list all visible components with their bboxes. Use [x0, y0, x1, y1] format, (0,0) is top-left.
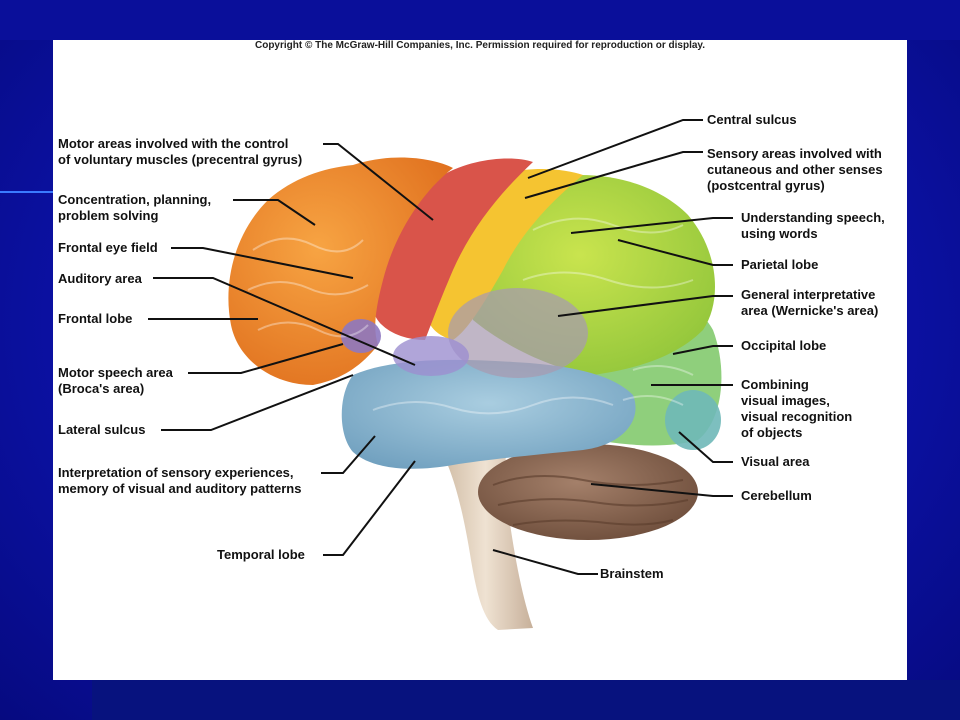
- leader-lines: [148, 119, 733, 575]
- label-combining-visual: Combining visual images, visual recognit…: [741, 377, 853, 440]
- visual-area-shape: [665, 390, 721, 450]
- label-concentration: Concentration, planning, problem solving: [58, 192, 212, 223]
- copyright-notice: Copyright © The McGraw-Hill Companies, I…: [254, 40, 706, 51]
- brainstem-shape: [438, 440, 533, 630]
- label-brainstem: Brainstem: [600, 566, 664, 581]
- label-interpretation: Interpretation of sensory experiences, m…: [58, 465, 302, 496]
- top-band: [0, 0, 960, 40]
- broca-area-shape: [341, 319, 381, 353]
- label-sensory-areas: Sensory areas involved with cutaneous an…: [707, 146, 883, 193]
- frontal-lobe-shape: [228, 157, 453, 385]
- label-parietal-lobe: Parietal lobe: [741, 257, 819, 272]
- label-central-sulcus: Central sulcus: [707, 112, 797, 127]
- brain-illustration: [148, 119, 733, 630]
- accent-line: [0, 191, 54, 193]
- temporal-lobe-shape: [341, 359, 636, 469]
- wernicke-area-shape: [448, 288, 588, 378]
- cerebellum-shape: [478, 444, 698, 540]
- diagram-panel: Copyright © The McGraw-Hill Companies, I…: [53, 40, 907, 680]
- label-auditory-area: Auditory area: [58, 271, 142, 286]
- bottom-band: [92, 680, 960, 720]
- label-motor-areas: Motor areas involved with the control of…: [58, 136, 303, 167]
- label-frontal-lobe: Frontal lobe: [58, 311, 133, 326]
- label-understanding-speech: Understanding speech, using words: [741, 210, 885, 241]
- label-visual-area: Visual area: [741, 454, 810, 469]
- label-cerebellum: Cerebellum: [741, 488, 812, 503]
- label-general-interpretative: General interpretative area (Wernicke's …: [741, 287, 879, 318]
- label-frontal-eye-field: Frontal eye field: [58, 240, 158, 255]
- label-motor-speech-area: Motor speech area (Broca's area): [58, 365, 173, 396]
- label-occipital-lobe: Occipital lobe: [741, 338, 827, 353]
- label-lateral-sulcus: Lateral sulcus: [58, 422, 146, 437]
- label-temporal-lobe: Temporal lobe: [217, 547, 305, 562]
- auditory-area-shape: [393, 336, 469, 376]
